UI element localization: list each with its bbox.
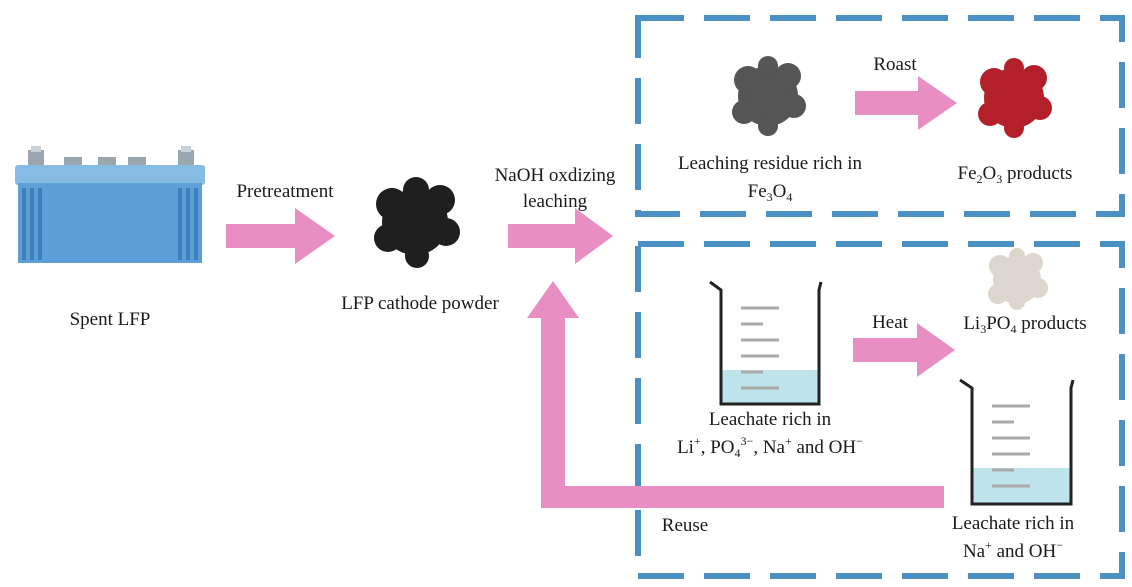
recycled-leachate-label-line1: Leachate rich in bbox=[951, 513, 1075, 534]
iron-recovery-box bbox=[635, 15, 1125, 217]
heat-label: Heat bbox=[872, 312, 908, 333]
li3po4-powder-icon bbox=[988, 248, 1048, 310]
pretreatment-label: Pretreatment bbox=[236, 181, 334, 202]
beaker-icon-recycled bbox=[959, 378, 1075, 506]
leaching-arrow bbox=[508, 208, 613, 264]
residue-label-line2: Fe3O4 bbox=[747, 181, 793, 204]
naoh-leaching-label-line2: leaching bbox=[522, 191, 588, 212]
fe2o3-powder-icon bbox=[978, 58, 1052, 138]
heat-arrow bbox=[853, 323, 955, 377]
pretreatment-arrow bbox=[226, 208, 335, 264]
lfp-powder-icon bbox=[374, 177, 460, 268]
beaker-icon-leachate bbox=[709, 280, 823, 406]
fe2o3-products-label: Fe2O3 products bbox=[957, 163, 1073, 186]
li3po4-products-label: Li3PO4 products bbox=[963, 313, 1087, 336]
reuse-arrow bbox=[527, 281, 944, 508]
lfp-powder-label: LFP cathode powder bbox=[341, 293, 499, 314]
roast-label: Roast bbox=[873, 54, 917, 75]
spent-lfp-label: Spent LFP bbox=[69, 309, 151, 330]
residue-label-line1: Leaching residue rich in bbox=[677, 153, 863, 174]
lithium-recovery-box bbox=[635, 241, 1125, 579]
roast-arrow bbox=[855, 76, 957, 130]
reuse-label: Reuse bbox=[661, 515, 709, 536]
leachate-label-line1: Leachate rich in bbox=[708, 409, 832, 430]
naoh-leaching-label-line1: NaOH oxdizing bbox=[494, 165, 616, 186]
battery-icon bbox=[15, 146, 205, 263]
residue-powder-icon bbox=[732, 56, 806, 136]
recycled-leachate-label-line2: Na+ and OH− bbox=[962, 538, 1064, 562]
leachate-label-line2: Li+, PO43−, Na+ and OH− bbox=[677, 434, 863, 460]
